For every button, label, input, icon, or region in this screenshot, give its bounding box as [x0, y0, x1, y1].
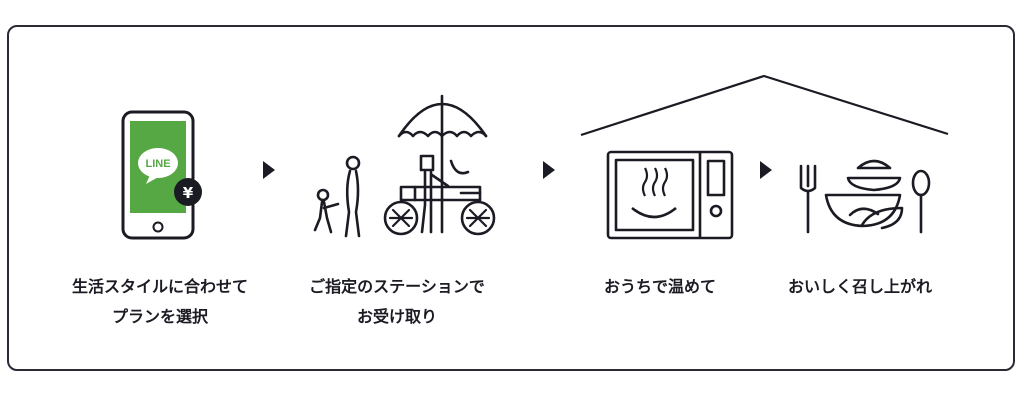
line-logo: LINE — [138, 148, 178, 184]
tableware-icon — [799, 159, 931, 234]
arrow-icon-2 — [543, 161, 555, 179]
yen-icon: ¥ — [174, 178, 202, 206]
pickup-station-icon — [313, 94, 496, 238]
step-2-line-2: お受け取り — [356, 307, 437, 326]
yen-symbol: ¥ — [183, 184, 194, 202]
line-logo-text: LINE — [145, 158, 170, 170]
house-roof — [580, 74, 949, 137]
step-1-line-1: 生活スタイルに合わせて — [71, 277, 248, 296]
step-4-line-1: おいしく召し上がれ — [787, 277, 932, 296]
step-3-line-1: おうちで温めて — [603, 277, 716, 296]
arrow-icon-1 — [263, 161, 275, 179]
step-1-label: 生活スタイルに合わせて プランを選択 — [40, 272, 280, 332]
microwave-icon — [606, 150, 734, 240]
step-1-line-2: プランを選択 — [111, 307, 208, 326]
step-2-label: ご指定のステーションで お受け取り — [282, 272, 512, 332]
step-4-label: おいしく召し上がれ — [750, 272, 970, 302]
step-3-label: おうちで温めて — [560, 272, 760, 302]
step-2-line-1: ご指定のステーションで — [309, 277, 485, 296]
arrow-icon-3 — [760, 161, 772, 179]
phone-line-pay-icon: LINE ¥ — [121, 105, 202, 240]
